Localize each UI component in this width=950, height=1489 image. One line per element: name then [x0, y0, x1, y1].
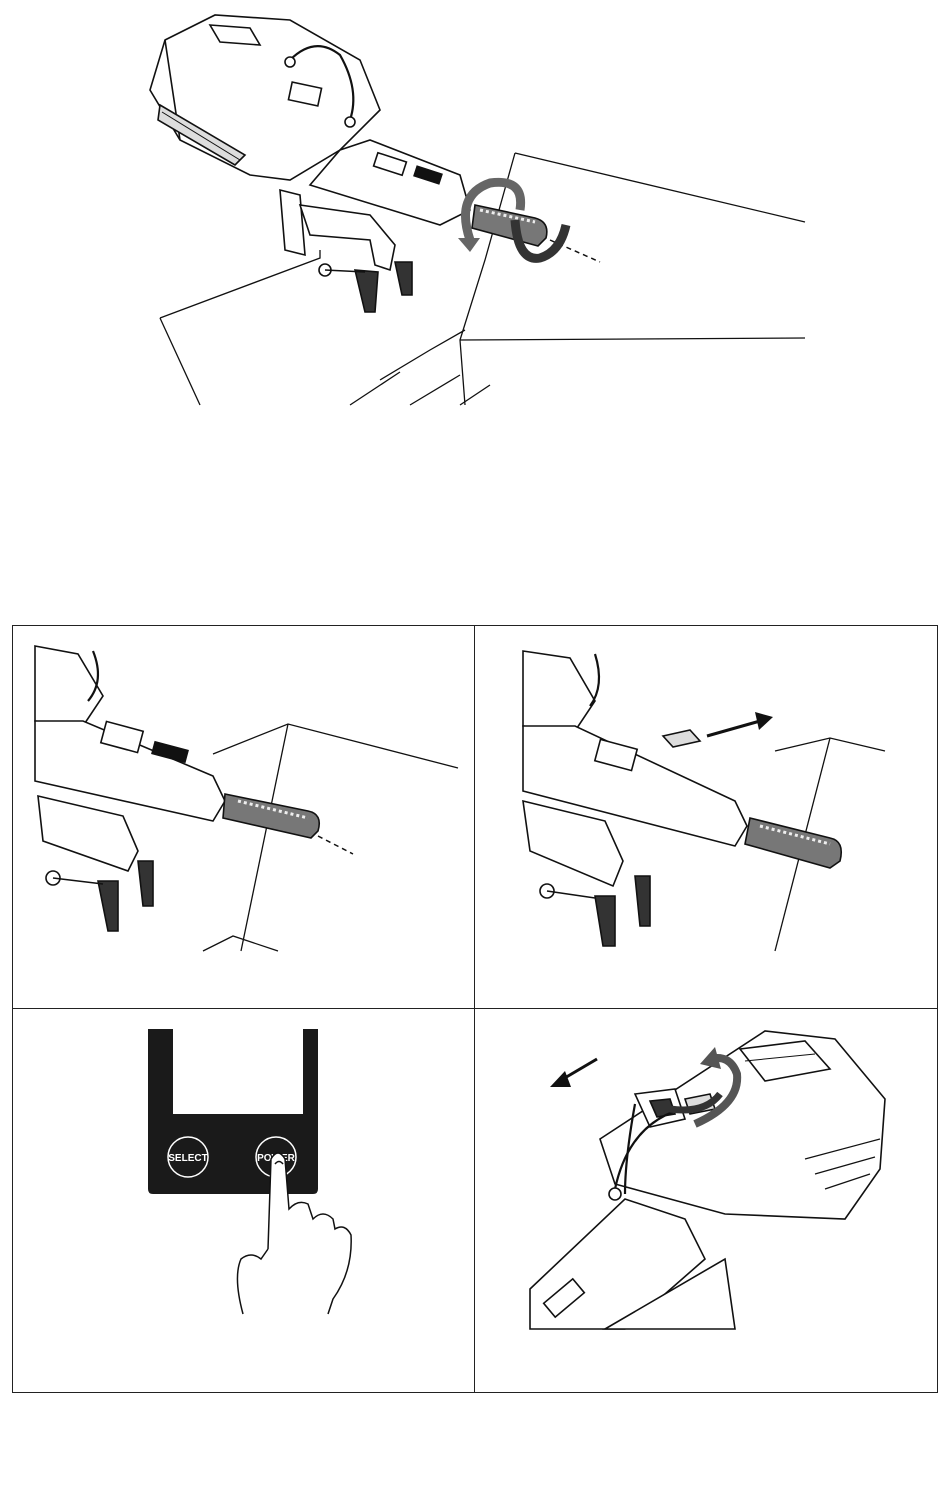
instruction-grid: SELECT POWER	[12, 625, 938, 1393]
display-cover-arrow-icon	[475, 626, 937, 1009]
panel-disconnect-cable	[475, 1009, 937, 1392]
outboard-motor-icon	[140, 0, 820, 410]
tiller-grip-icon	[13, 626, 475, 1009]
panel-remove-display-cover	[475, 626, 937, 1009]
panel-power-button: SELECT POWER	[13, 1009, 475, 1392]
arrow-away-icon	[707, 712, 773, 736]
cable-rotate-arrow-icon	[475, 1009, 937, 1392]
arrow-pull-icon	[550, 1059, 597, 1087]
select-button-label: SELECT	[168, 1153, 207, 1164]
hero-illustration	[140, 0, 820, 410]
panel-tiller-extend	[13, 626, 475, 1009]
control-panel-illustration: SELECT POWER	[13, 1009, 475, 1392]
